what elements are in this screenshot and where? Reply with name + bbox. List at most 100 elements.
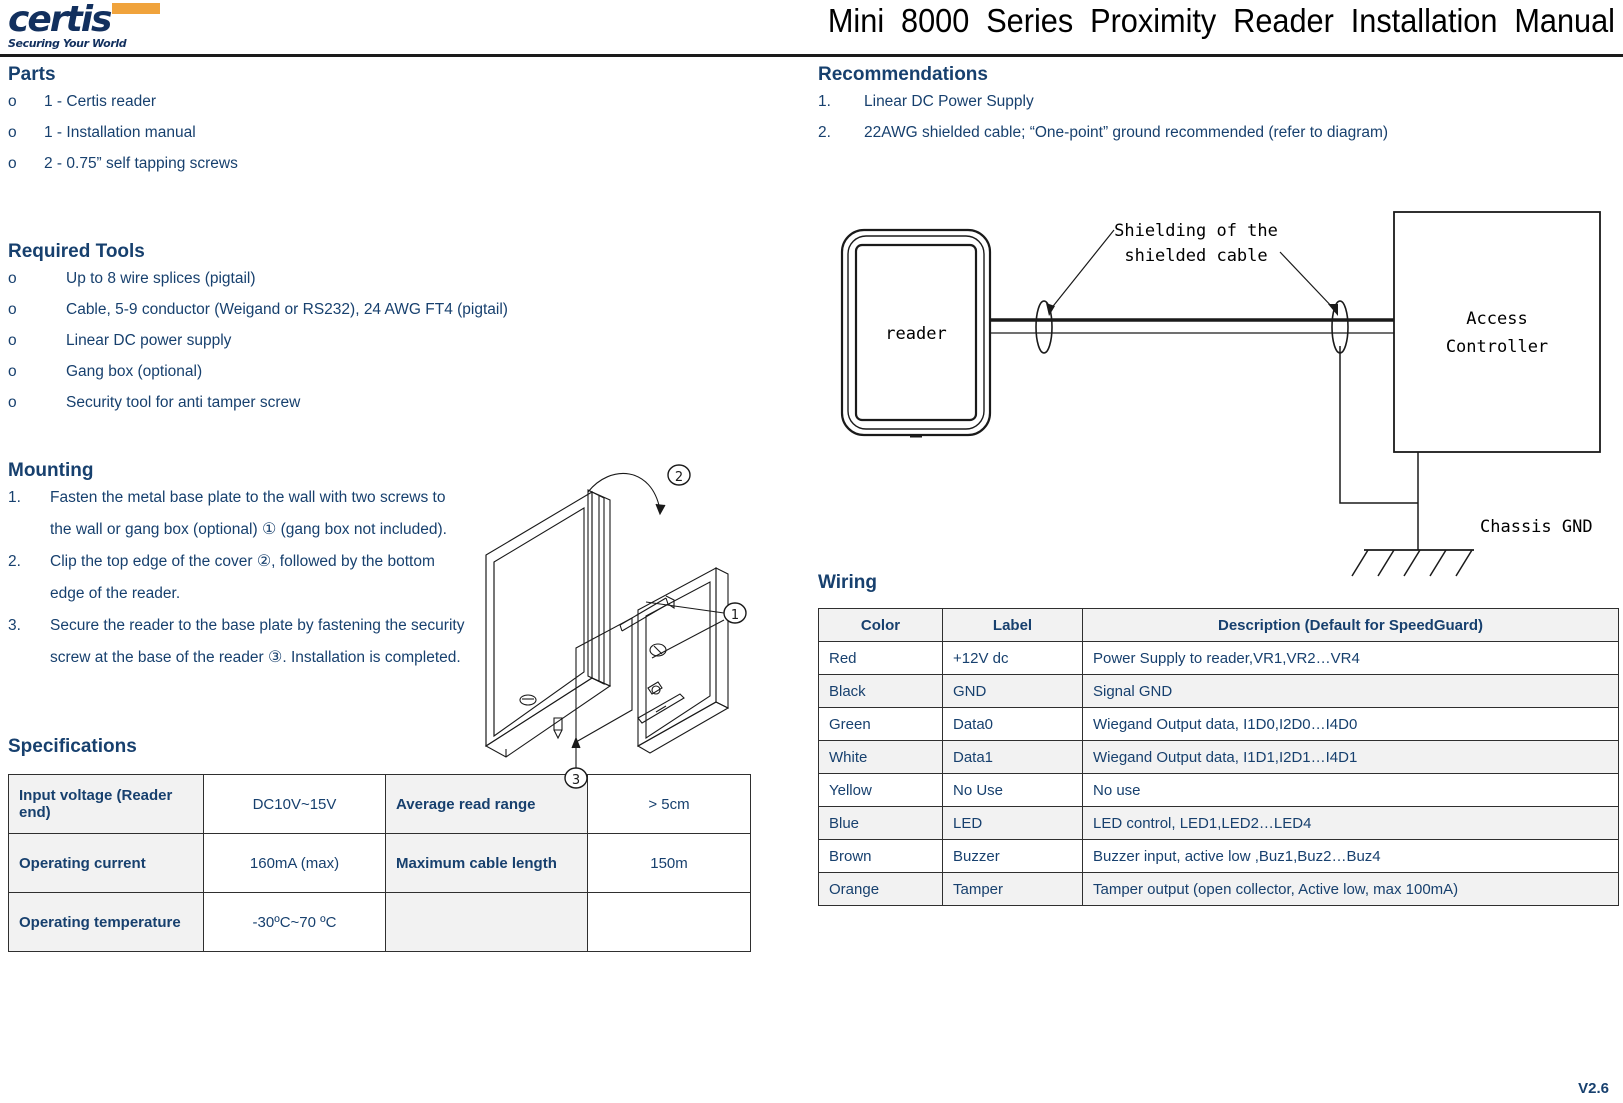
svg-text:3: 3 bbox=[572, 773, 580, 788]
mounting-exploded-diagram: 2 1 3 bbox=[470, 450, 760, 795]
spec-label: Average read range bbox=[385, 774, 588, 834]
page-title: Mini 8000 Series Proximity Reader Instal… bbox=[827, 2, 1615, 39]
recommendations-heading: Recommendations bbox=[818, 64, 988, 85]
wire-description: Wiegand Output data, I1D1,I2D1…I4D1 bbox=[1082, 740, 1619, 774]
list-item-label: Cable, 5-9 conductor (Weigand or RS232),… bbox=[66, 301, 508, 318]
bullet-marker: o bbox=[8, 301, 17, 318]
wire-color: Brown bbox=[818, 839, 943, 873]
cable-shield-rings bbox=[1035, 300, 1349, 354]
wire-description: No use bbox=[1082, 773, 1619, 807]
table-row: Operating temperature -30ºC~70 ºC bbox=[8, 892, 751, 952]
spec-value-empty bbox=[587, 892, 751, 952]
ground-wiring bbox=[1339, 346, 1474, 577]
spec-label: Operating temperature bbox=[8, 892, 204, 952]
spec-value: 160mA (max) bbox=[203, 833, 386, 893]
column-header-description: Description (Default for SpeedGuard) bbox=[1082, 608, 1619, 642]
specifications-table: Input voltage (Reader end) DC10V~15V Ave… bbox=[8, 774, 751, 952]
wire-description: Wiegand Output data, I1D0,I2D0…I4D0 bbox=[1082, 707, 1619, 741]
wire-color: Yellow bbox=[818, 773, 943, 807]
list-item: o Gang box (optional) bbox=[8, 356, 798, 387]
table-row: Red +12V dc Power Supply to reader,VR1,V… bbox=[818, 641, 1619, 675]
specifications-heading: Specifications bbox=[8, 736, 137, 757]
shield-label-line2: shielded cable bbox=[1124, 246, 1267, 266]
wire-description: Power Supply to reader,VR1,VR2…VR4 bbox=[1082, 641, 1619, 675]
mounting-heading: Mounting bbox=[8, 460, 94, 481]
spec-value: DC10V~15V bbox=[203, 774, 386, 834]
reader-label: reader bbox=[885, 324, 946, 344]
logo-tagline: Securing Your World bbox=[8, 37, 127, 50]
list-item: o Cable, 5-9 conductor (Weigand or RS232… bbox=[8, 294, 798, 325]
wire-color: Red bbox=[818, 641, 943, 675]
wiring-table: Color Label Description (Default for Spe… bbox=[818, 608, 1619, 906]
list-item: 2. Clip the top edge of the cover ②, fol… bbox=[8, 546, 798, 610]
table-row: Yellow No Use No use bbox=[818, 773, 1619, 807]
table-row: Black GND Signal GND bbox=[818, 674, 1619, 708]
table-row: White Data1 Wiegand Output data, I1D1,I2… bbox=[818, 740, 1619, 774]
bullet-marker: o bbox=[8, 155, 17, 172]
callout-leader-lines bbox=[571, 601, 725, 768]
wire-label: Data1 bbox=[942, 740, 1083, 774]
bullet-marker: o bbox=[8, 332, 17, 349]
right-column: Recommendations 1. Linear DC Power Suppl… bbox=[818, 64, 1619, 906]
callout-1-icon: ① bbox=[261, 521, 277, 538]
spec-value: -30ºC~70 ºC bbox=[203, 892, 386, 952]
shield-label-line1: Shielding of the bbox=[1114, 221, 1278, 241]
spec-label: Maximum cable length bbox=[385, 833, 588, 893]
svg-text:2: 2 bbox=[675, 470, 683, 485]
list-item: 3. Secure the reader to the base plate b… bbox=[8, 610, 798, 674]
document-version: V2.6 bbox=[1578, 1080, 1609, 1097]
wire-description: Buzzer input, active low ,Buz1,Buz2…Buz4 bbox=[1082, 839, 1619, 873]
wire-label: Buzzer bbox=[942, 839, 1083, 873]
svg-text:1: 1 bbox=[731, 608, 739, 623]
list-item: o 2 - 0.75” self tapping screws bbox=[8, 148, 798, 179]
bullet-marker: o bbox=[8, 363, 17, 380]
shielded-cable-wiring-diagram: reader Shielding of the shielded cable A… bbox=[828, 200, 1608, 590]
access-controller-shape bbox=[1393, 211, 1601, 453]
step-text: Secure the reader to the base plate by f… bbox=[50, 617, 465, 666]
step-text: Clip the top edge of the cover ②, follow… bbox=[50, 553, 435, 602]
table-row: Brown Buzzer Buzzer input, active low ,B… bbox=[818, 839, 1619, 873]
header-divider bbox=[0, 54, 1623, 57]
list-item: o Security tool for anti tamper screw bbox=[8, 387, 798, 418]
list-item-label: Up to 8 wire splices (pigtail) bbox=[66, 270, 256, 287]
wire-label: Tamper bbox=[942, 872, 1083, 906]
left-column: Parts o 1 - Certis reader o 1 - Installa… bbox=[8, 64, 798, 952]
parts-list: o 1 - Certis reader o 1 - Installation m… bbox=[8, 86, 798, 179]
list-item: o Linear DC power supply bbox=[8, 325, 798, 356]
wire-description: Tamper output (open collector, Active lo… bbox=[1082, 872, 1619, 906]
spec-label: Operating current bbox=[8, 833, 204, 893]
step-text: Fasten the metal base plate to the wall … bbox=[50, 489, 447, 538]
table-row: Orange Tamper Tamper output (open collec… bbox=[818, 872, 1619, 906]
wiring-heading: Wiring bbox=[818, 572, 877, 593]
table-header-row: Color Label Description (Default for Spe… bbox=[818, 608, 1619, 642]
list-item: 1. Fasten the metal base plate to the wa… bbox=[8, 482, 798, 546]
logo-wordmark: certis bbox=[8, 0, 112, 40]
wire-label: GND bbox=[942, 674, 1083, 708]
bullet-marker: o bbox=[8, 124, 17, 141]
page-header: certis Securing Your World Mini 8000 Ser… bbox=[0, 0, 1623, 57]
wire-label: Data0 bbox=[942, 707, 1083, 741]
spec-label: Input voltage (Reader end) bbox=[8, 774, 204, 834]
wire-color: Green bbox=[818, 707, 943, 741]
controller-label-line1: Access bbox=[1466, 309, 1527, 329]
parts-heading: Parts bbox=[8, 64, 56, 85]
list-item-label: 1 - Installation manual bbox=[44, 124, 196, 141]
list-item-label: 2 - 0.75” self tapping screws bbox=[44, 155, 238, 172]
list-item: o 1 - Certis reader bbox=[8, 86, 798, 117]
step-number: 2. bbox=[8, 553, 21, 570]
mounting-steps-list: 1. Fasten the metal base plate to the wa… bbox=[8, 482, 798, 674]
logo-orange-accent bbox=[112, 3, 160, 14]
wire-label: No Use bbox=[942, 773, 1083, 807]
shielded-cable bbox=[989, 318, 1394, 334]
controller-label-line2: Controller bbox=[1446, 337, 1548, 357]
list-item: o 1 - Installation manual bbox=[8, 117, 798, 148]
list-item: 2. 22AWG shielded cable; “One-point” gro… bbox=[818, 117, 1618, 148]
list-item-label: Linear DC Power Supply bbox=[864, 93, 1034, 110]
list-item: o Up to 8 wire splices (pigtail) bbox=[8, 263, 798, 294]
table-row: Operating current 160mA (max) Maximum ca… bbox=[8, 833, 751, 893]
list-item-label: Linear DC power supply bbox=[66, 332, 232, 349]
reader-front-panel-shape bbox=[575, 489, 633, 743]
spec-label-empty bbox=[385, 892, 588, 952]
step-number: 1. bbox=[818, 93, 831, 110]
wire-description: Signal GND bbox=[1082, 674, 1619, 708]
